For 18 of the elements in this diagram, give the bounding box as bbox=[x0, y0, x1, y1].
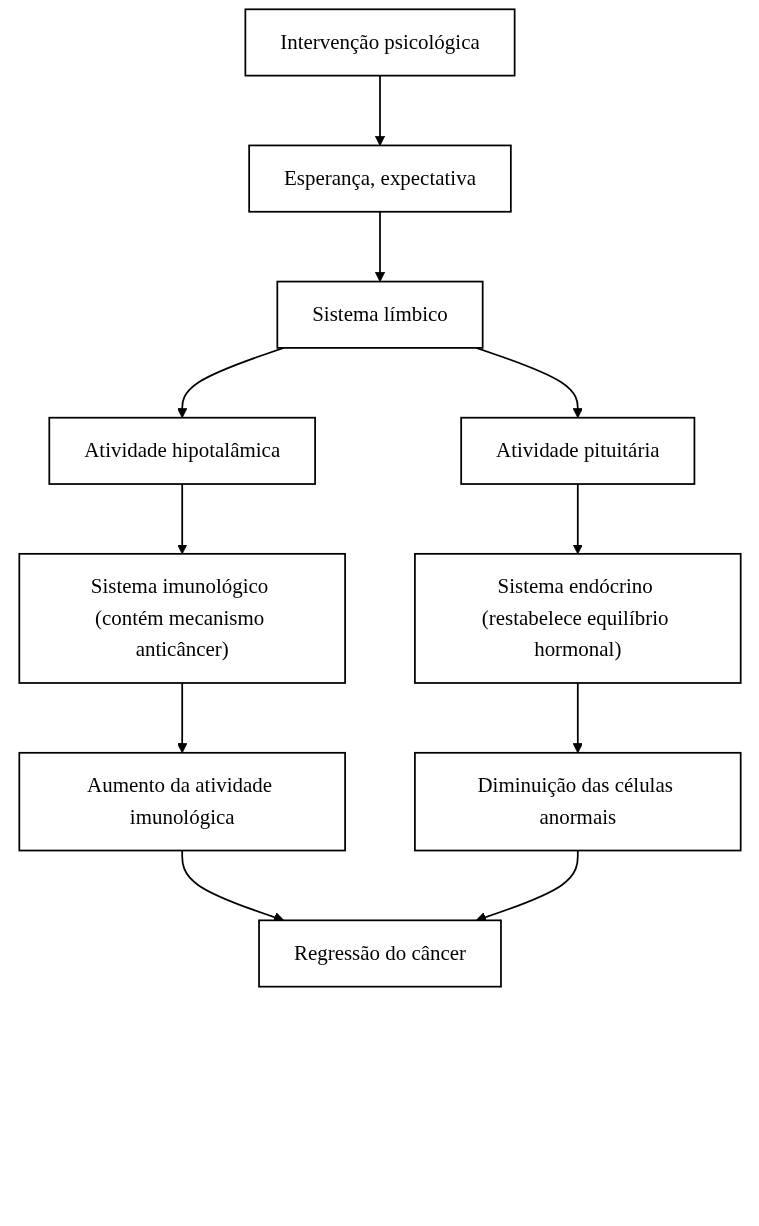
arrow bbox=[374, 210, 385, 283]
node-box: Sistema imunológico (contém mecanismo anticâncer) bbox=[17, 552, 346, 684]
arrow bbox=[176, 347, 284, 419]
node-box: Atividade pituitária bbox=[459, 416, 695, 485]
arrow bbox=[176, 682, 187, 754]
node-box: Sistema endócrino (restabelece equilíbrio hormonal) bbox=[413, 552, 742, 684]
node-box: Atividade hipotalâmica bbox=[47, 416, 316, 485]
node-box: Aumento da atividade imunológica bbox=[17, 751, 346, 852]
node-box: Intervenção psicológica bbox=[244, 8, 515, 77]
arrow bbox=[475, 347, 583, 419]
node-box: Esperança, expectativa bbox=[247, 144, 512, 213]
arrow bbox=[572, 483, 583, 555]
node-box: Regressão do câncer bbox=[257, 919, 502, 988]
arrow bbox=[374, 74, 385, 146]
arrow bbox=[176, 483, 187, 555]
node-box: Sistema límbico bbox=[275, 280, 484, 349]
arrow bbox=[572, 682, 583, 754]
node-box: Diminuição das células anormais bbox=[413, 751, 742, 852]
